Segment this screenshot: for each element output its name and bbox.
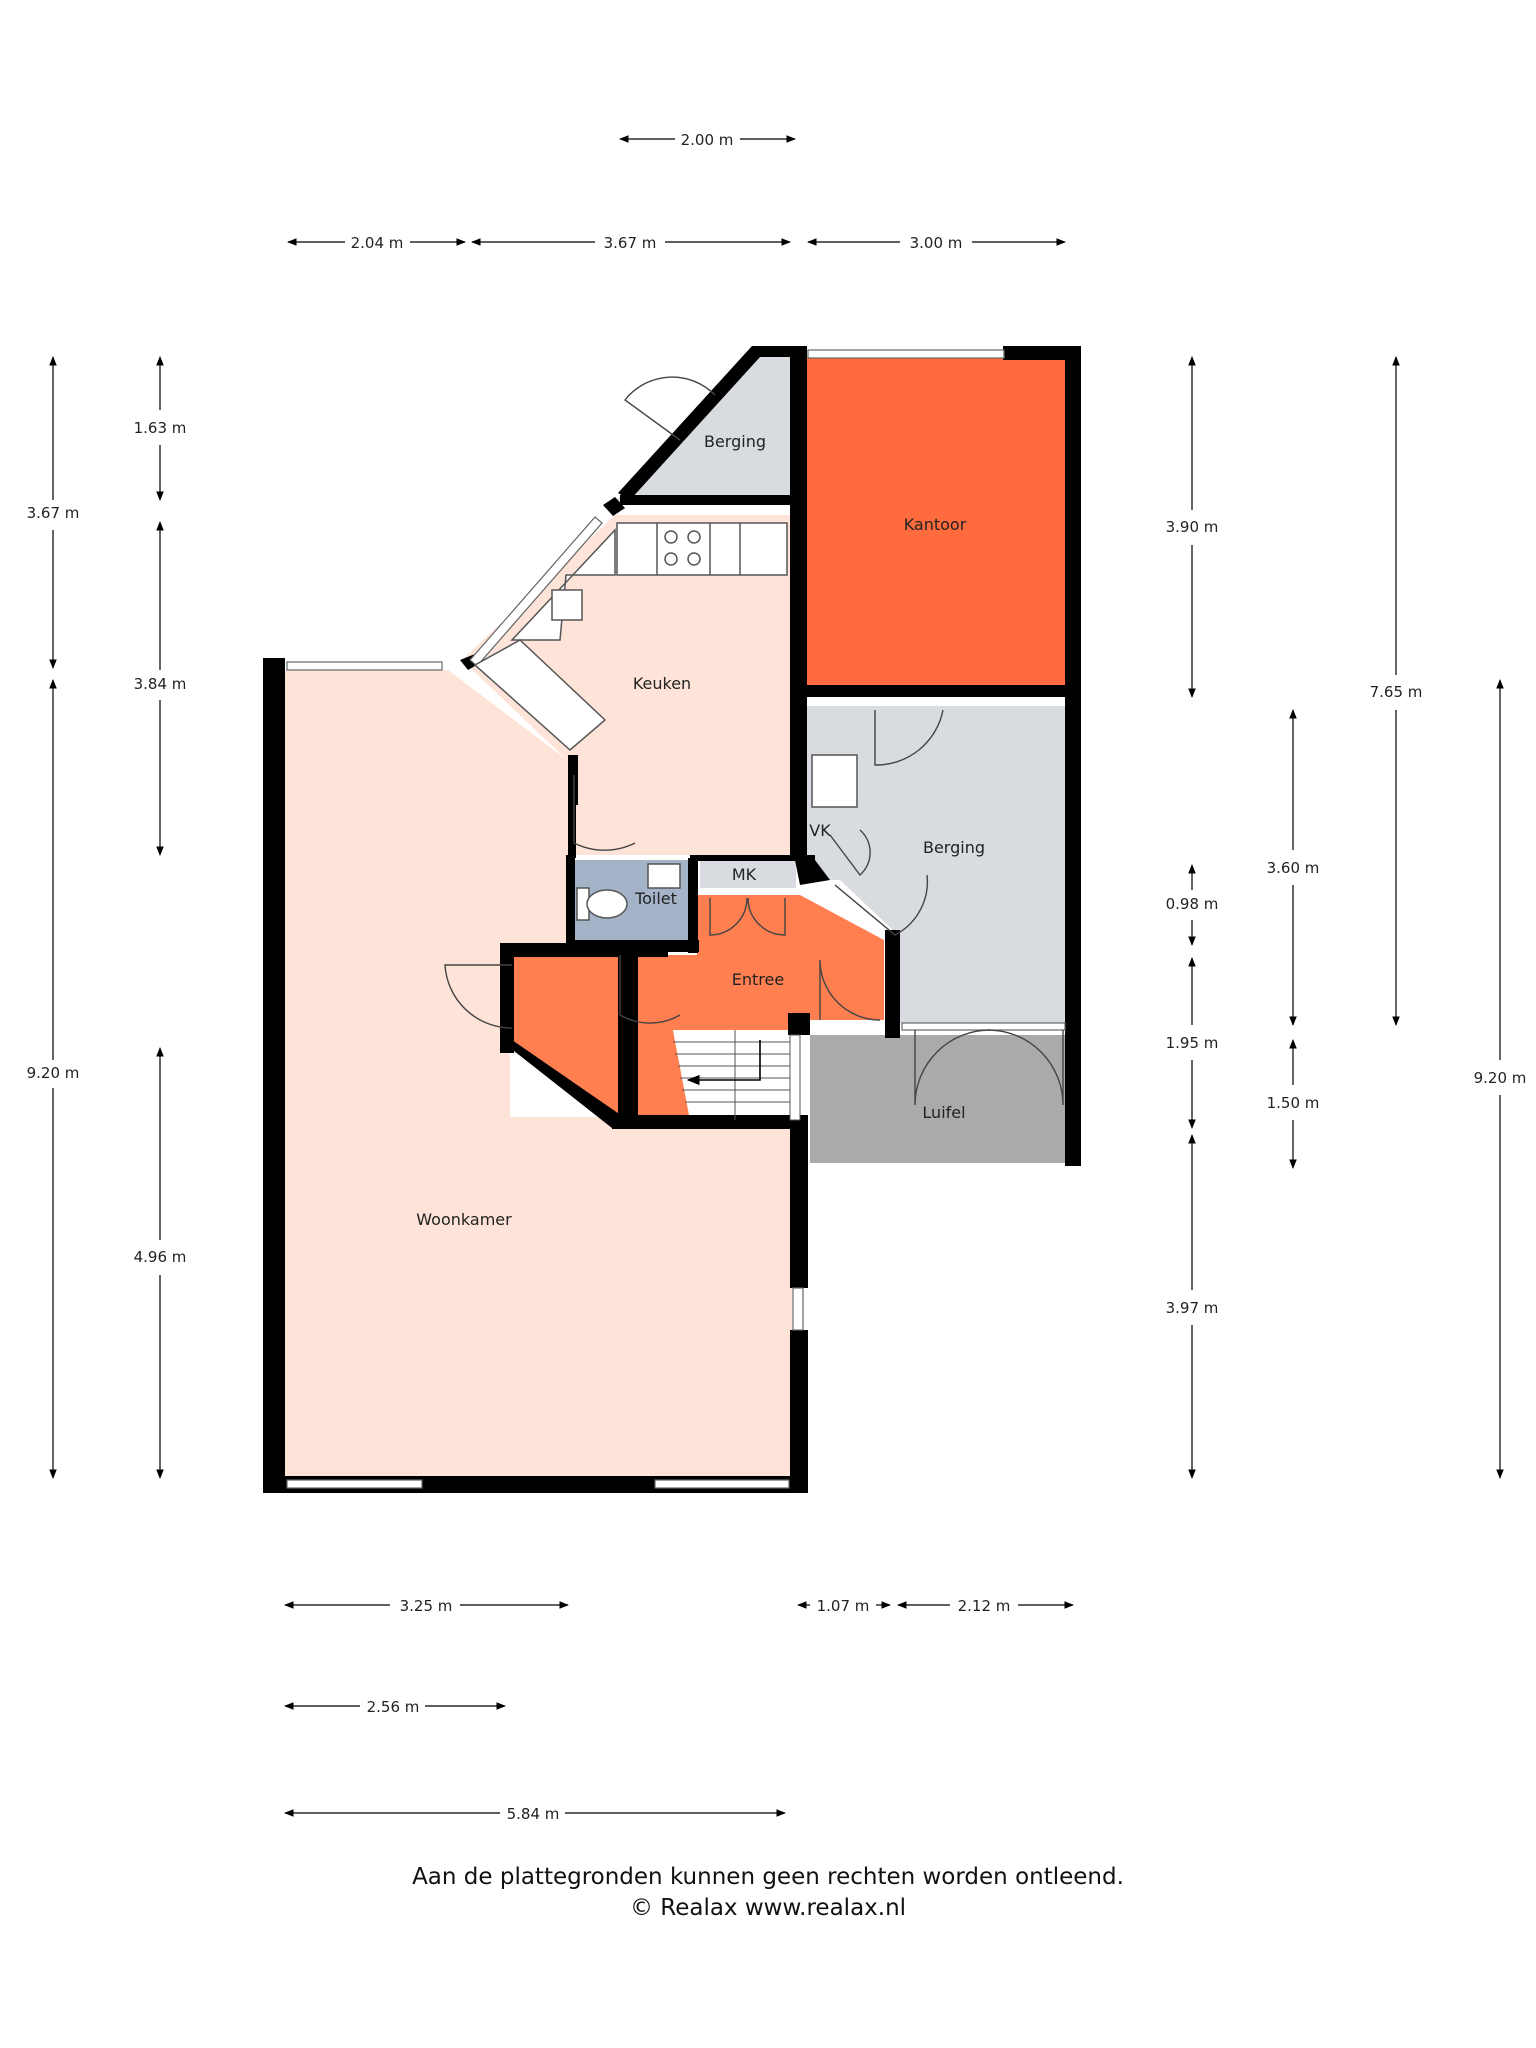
room-label-vk: VK <box>809 821 831 840</box>
woonkamer-area <box>275 670 792 1480</box>
berging-right-area <box>807 706 1065 1023</box>
dim-label-right-0-98: 0.98 m <box>1166 895 1219 913</box>
dim-label-right-1-95: 1.95 m <box>1166 1034 1219 1052</box>
dim-label-right-7-65: 7.65 m <box>1370 683 1423 701</box>
dim-label-top-3-67: 3.67 m <box>604 234 657 252</box>
dim-label-right-3-60: 3.60 m <box>1267 859 1320 877</box>
windows <box>286 349 1066 1489</box>
dim-label-left-1-63: 1.63 m <box>134 419 187 437</box>
keuken-area <box>462 515 790 855</box>
room-label-entree: Entree <box>732 970 784 989</box>
washer <box>811 754 858 808</box>
dim-label-top-3-00: 3.00 m <box>910 234 963 252</box>
entree-area <box>512 895 884 1120</box>
dim-label-left-4-96: 4.96 m <box>134 1248 187 1266</box>
stair-rail <box>789 1034 801 1121</box>
room-label-berging-right: Berging <box>923 838 985 857</box>
copyright-link[interactable]: © Realax www.realax.nl <box>629 1895 907 1921</box>
kitchen-counter <box>473 522 788 751</box>
room-label-keuken: Keuken <box>633 674 691 693</box>
dim-label-bottom-2-56: 2.56 m <box>367 1698 420 1716</box>
dim-label-bottom-5-84: 5.84 m <box>507 1805 560 1823</box>
room-label-luifel: Luifel <box>922 1103 965 1122</box>
dim-label-bottom-3-25: 3.25 m <box>400 1597 453 1615</box>
dim-label-left-3-67: 3.67 m <box>27 504 80 522</box>
dim-label-left-9-20: 9.20 m <box>27 1064 80 1082</box>
dim-label-bottom-1-07: 1.07 m <box>817 1597 870 1615</box>
dim-label-top-2-00: 2.00 m <box>681 131 734 149</box>
mk-area <box>700 860 796 888</box>
kantoor-area <box>807 357 1065 692</box>
dim-label-left-3-84: 3.84 m <box>134 675 187 693</box>
toilet-fixture <box>576 863 681 921</box>
dim-label-bottom-2-12: 2.12 m <box>958 1597 1011 1615</box>
stair-area <box>673 1030 795 1120</box>
room-label-woonkamer: Woonkamer <box>416 1210 512 1229</box>
luifel-area <box>810 1035 1065 1163</box>
room-label-berging-top: Berging <box>704 432 766 451</box>
dim-label-right-3-90: 3.90 m <box>1166 518 1219 536</box>
room-label-mk: MK <box>732 865 757 884</box>
dim-label-top-2-04: 2.04 m <box>351 234 404 252</box>
dim-label-right-3-97: 3.97 m <box>1166 1299 1219 1317</box>
stairs <box>673 1030 795 1120</box>
dim-label-right-9-20: 9.20 m <box>1474 1069 1527 1087</box>
doors <box>444 376 1064 1106</box>
dim-label-right-1-50: 1.50 m <box>1267 1094 1320 1112</box>
room-label-kantoor: Kantoor <box>904 515 967 534</box>
room-label-toilet: Toilet <box>634 889 677 908</box>
disclaimer-text: Aan de plattegronden kunnen geen rechten… <box>412 1864 1124 1890</box>
